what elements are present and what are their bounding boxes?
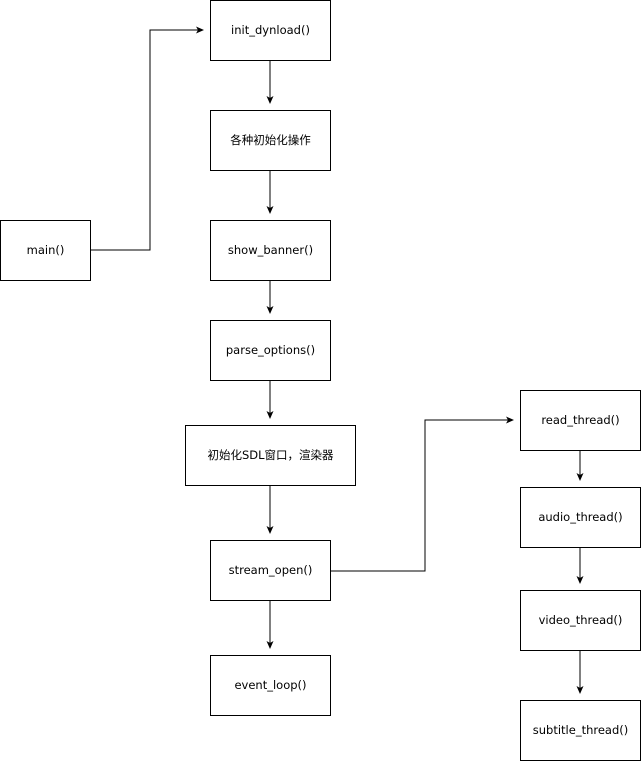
node-video-thread-label: video_thread() [539, 613, 623, 627]
node-main-label: main() [27, 243, 65, 257]
edge-stream-open-to-read-thread [331, 416, 514, 572]
node-read-thread: read_thread() [520, 390, 641, 451]
node-show-banner-label: show_banner() [228, 243, 313, 257]
node-read-thread-label: read_thread() [541, 413, 619, 427]
node-parse-options: parse_options() [210, 320, 331, 381]
node-stream-open: stream_open() [210, 540, 331, 601]
edges [91, 26, 584, 694]
node-main: main() [0, 220, 91, 281]
node-init-dynload-label: init_dynload() [231, 23, 310, 37]
node-audio-thread-label: audio_thread() [538, 510, 622, 524]
node-event-loop-label: event_loop() [234, 678, 306, 692]
node-init-ops: 各种初始化操作 [210, 110, 331, 171]
node-init-sdl: 初始化SDL窗口，渲染器 [185, 425, 356, 486]
node-subtitle-thread: subtitle_thread() [520, 700, 641, 761]
node-parse-options-label: parse_options() [226, 343, 315, 357]
node-video-thread: video_thread() [520, 590, 641, 651]
node-init-dynload: init_dynload() [210, 0, 331, 61]
node-init-sdl-label: 初始化SDL窗口，渲染器 [207, 448, 334, 462]
node-show-banner: show_banner() [210, 220, 331, 281]
node-init-ops-label: 各种初始化操作 [230, 133, 311, 147]
node-audio-thread: audio_thread() [520, 487, 641, 548]
node-stream-open-label: stream_open() [229, 563, 313, 577]
node-event-loop: event_loop() [210, 655, 331, 716]
node-subtitle-thread-label: subtitle_thread() [533, 723, 628, 737]
edge-main-to-init-dynload [91, 26, 204, 251]
